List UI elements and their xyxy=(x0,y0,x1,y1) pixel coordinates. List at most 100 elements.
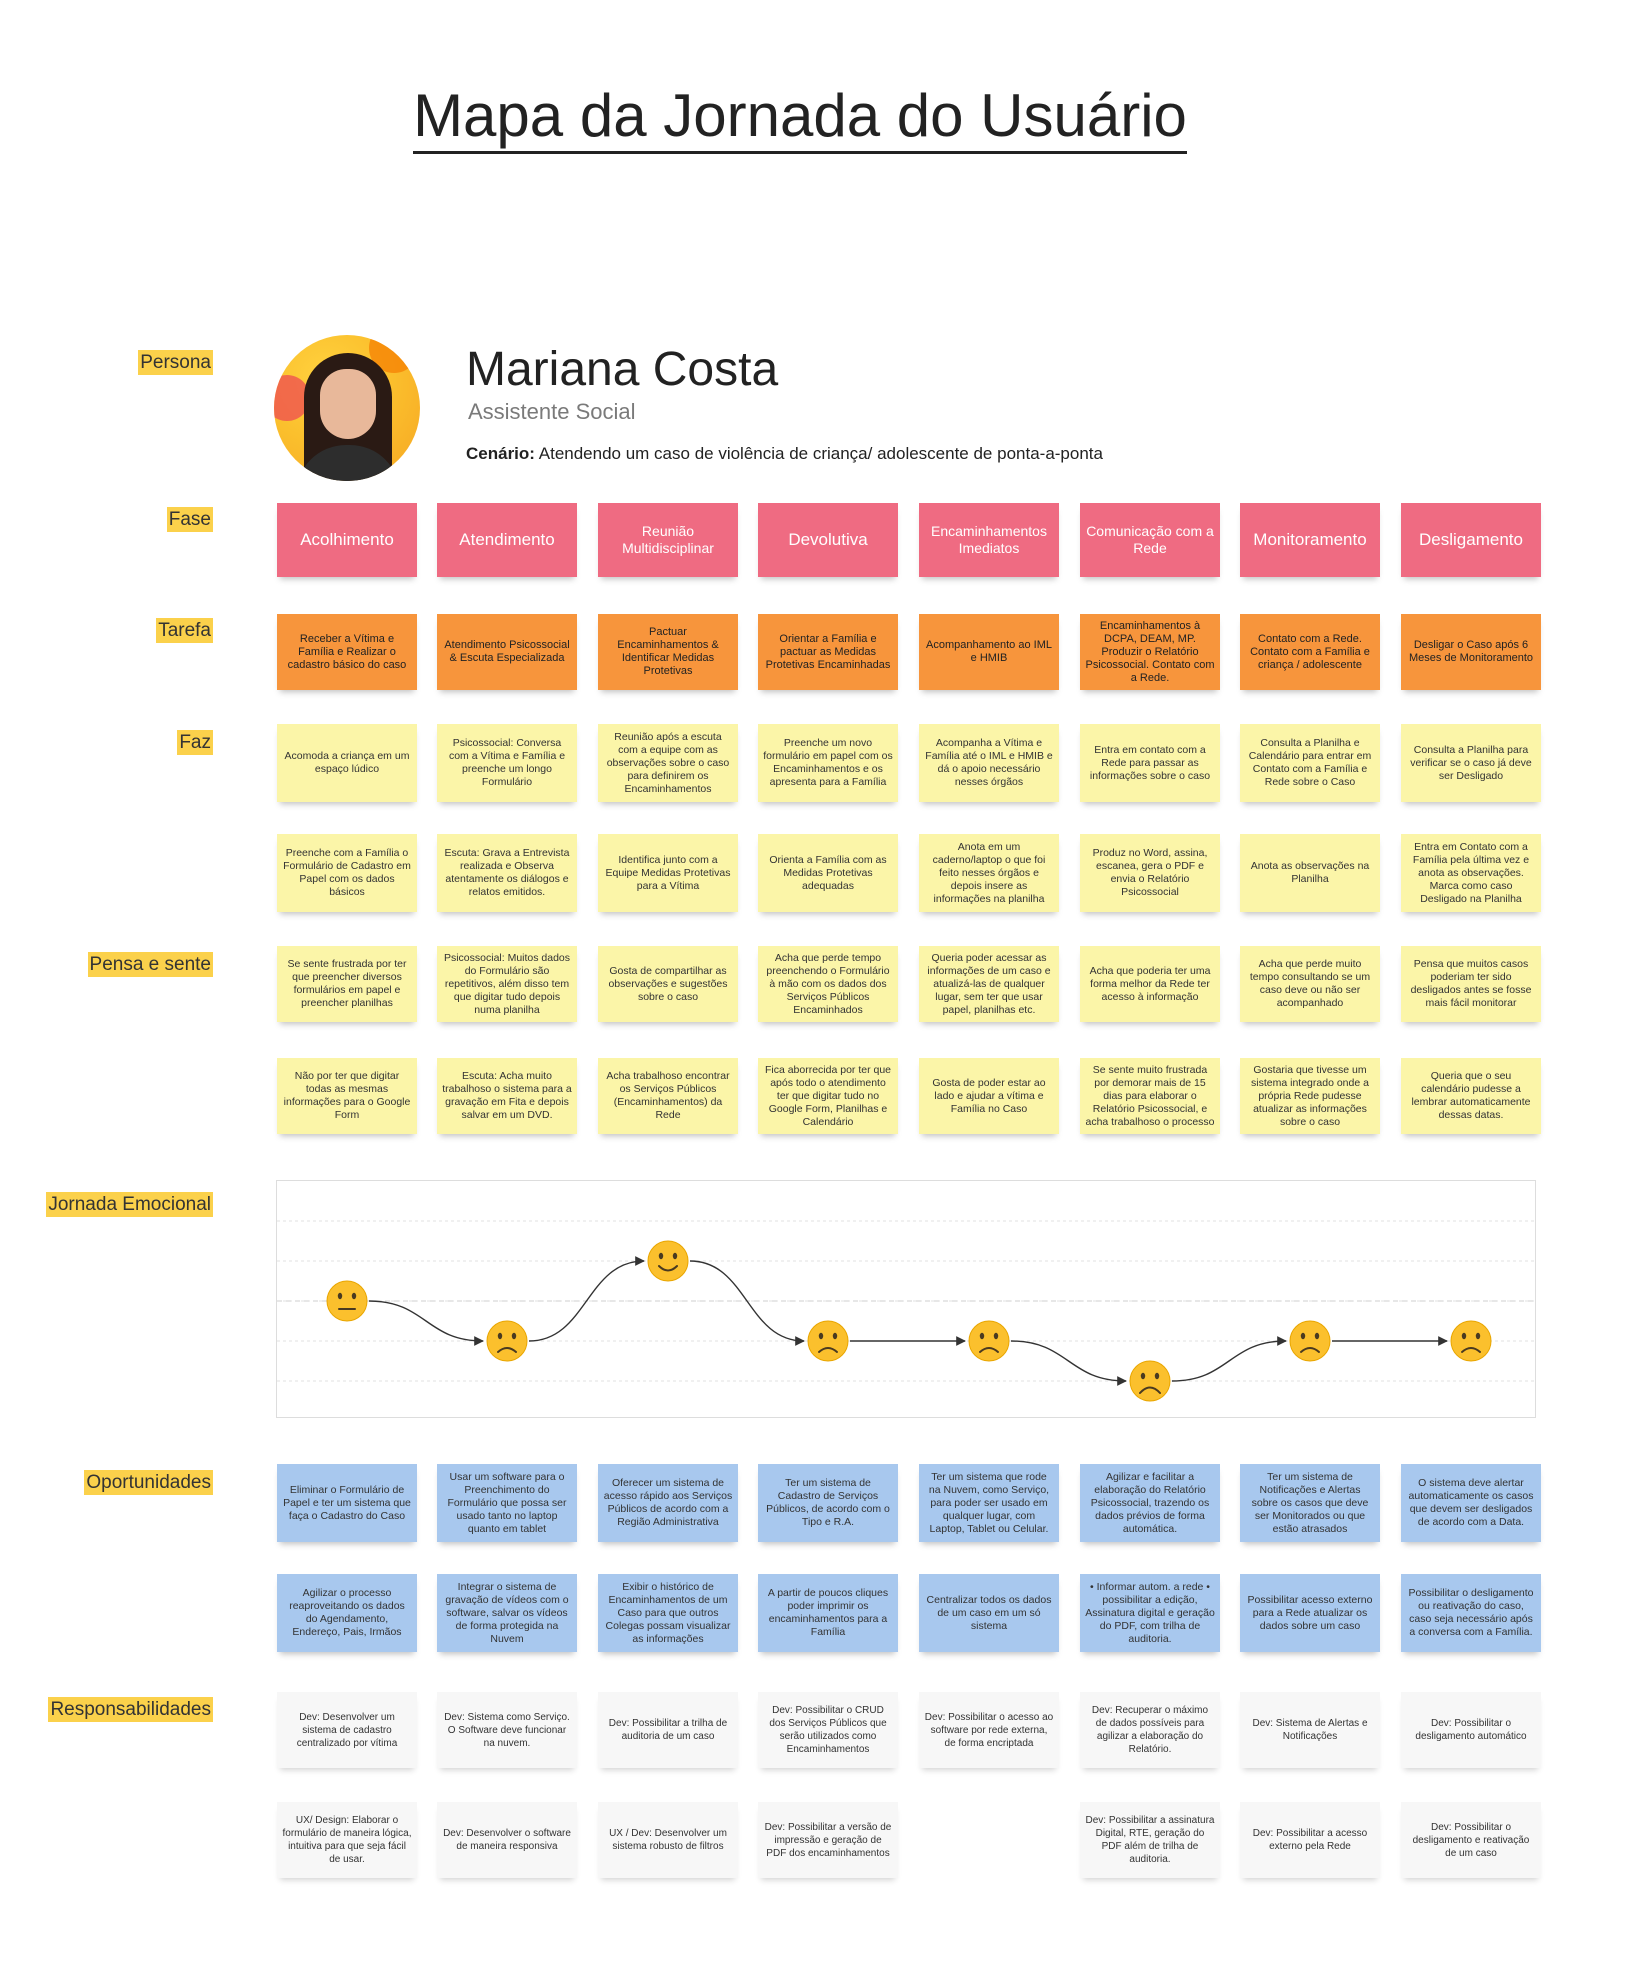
page-title: Mapa da Jornada do Usuário xyxy=(0,78,1600,154)
faz-note: Consulta a Planilha e Calendário para en… xyxy=(1240,724,1380,802)
journey-connector xyxy=(528,1256,645,1342)
mood-sad-icon xyxy=(968,1320,1010,1362)
pensa-note: Não por ter que digitar todas as mesmas … xyxy=(277,1058,417,1134)
fase-note: Encaminhamentos Imediatos xyxy=(919,503,1059,577)
responsabilidade-note: Dev: Recuperar o máximo de dados possíve… xyxy=(1080,1692,1220,1768)
oportunidade-note: Oferecer um sistema de acesso rápido aos… xyxy=(598,1464,738,1542)
pensa-note: Escuta: Acha muito trabalhoso o sistema … xyxy=(437,1058,577,1134)
oportunidade-note: Ter um sistema de Notificações e Alertas… xyxy=(1240,1464,1380,1542)
oportunidade-note: Agilizar e facilitar a elaboração do Rel… xyxy=(1080,1464,1220,1542)
label-fase: Fase xyxy=(166,507,213,532)
pensa-note: Gostaria que tivesse um sistema integrad… xyxy=(1240,1058,1380,1134)
responsabilidade-note: Dev: Desenvolver o software de maneira r… xyxy=(437,1802,577,1878)
faz-note: Acomoda a criança em um espaço lúdico xyxy=(277,724,417,802)
tarefa-note: Atendimento Psicossocial & Escuta Especi… xyxy=(437,614,577,690)
pensa-note: Pensa que muitos casos poderiam ter sido… xyxy=(1401,946,1541,1022)
label-responsabilidades: Responsabilidades xyxy=(48,1697,213,1722)
faz-note: Anota em um caderno/laptop o que foi fei… xyxy=(919,834,1059,912)
label-pensa: Pensa e sente xyxy=(87,952,213,977)
pensa-note: Queria poder acessar as informações de u… xyxy=(919,946,1059,1022)
oportunidade-note: Eliminar o Formulário de Papel e ter um … xyxy=(277,1464,417,1542)
oportunidade-note: Possibilitar o desligamento ou reativaçã… xyxy=(1401,1574,1541,1652)
pensa-note: Acha trabalhoso encontrar os Serviços Pú… xyxy=(598,1058,738,1134)
pensa-note: Gosta de poder estar ao lado e ajudar a … xyxy=(919,1058,1059,1134)
faz-note: Preenche com a Família o Formulário de C… xyxy=(277,834,417,912)
faz-note: Anota as observações na Planilha xyxy=(1240,834,1380,912)
pensa-note: Queria que o seu calendário pudesse a le… xyxy=(1401,1058,1541,1134)
label-oportunidades: Oportunidades xyxy=(84,1470,213,1495)
persona-scenario: Cenário: Atendendo um caso de violência … xyxy=(466,444,1103,463)
faz-note: Identifica junto com a Equipe Medidas Pr… xyxy=(598,834,738,912)
faz-note: Entra em contato com a Rede para passar … xyxy=(1080,724,1220,802)
persona-role: Assistente Social xyxy=(468,399,636,424)
oportunidade-note: Usar um software para o Preenchimento do… xyxy=(437,1464,577,1542)
oportunidade-note: Possibilitar acesso externo para a Rede … xyxy=(1240,1574,1380,1652)
tarefa-note: Orientar a Família e pactuar as Medidas … xyxy=(758,614,898,690)
pensa-note: Acha que poderia ter uma forma melhor da… xyxy=(1080,946,1220,1022)
journey-connector xyxy=(689,1260,805,1346)
responsabilidade-note: Dev: Possibilitar o desligamento automát… xyxy=(1401,1692,1541,1768)
label-tarefa: Tarefa xyxy=(156,618,213,643)
oportunidade-note: Integrar o sistema de gravação de vídeos… xyxy=(437,1574,577,1652)
label-jornada: Jornada Emocional xyxy=(46,1192,213,1217)
fase-note: Monitoramento xyxy=(1240,503,1380,577)
responsabilidade-note: Dev: Possibilitar a trilha de auditoria … xyxy=(598,1692,738,1768)
mood-happy-icon xyxy=(647,1240,689,1282)
pensa-note: Se sente frustrada por ter que preencher… xyxy=(277,946,417,1022)
tarefa-note: Encaminhamentos à DCPA, DEAM, MP. Produz… xyxy=(1080,614,1220,690)
persona-avatar xyxy=(274,335,420,481)
tarefa-note: Desligar o Caso após 6 Meses de Monitora… xyxy=(1401,614,1541,690)
faz-note: Escuta: Grava a Entrevista realizada e O… xyxy=(437,834,577,912)
fase-note: Reunião Multidisciplinar xyxy=(598,503,738,577)
label-faz: Faz xyxy=(177,730,213,755)
responsabilidade-note: Dev: Possibilitar o acesso ao software p… xyxy=(919,1692,1059,1768)
mood-sad-icon xyxy=(1289,1320,1331,1362)
tarefa-note: Acompanhamento ao IML e HMIB xyxy=(919,614,1059,690)
responsabilidade-note: Dev: Sistema como Serviço. O Software de… xyxy=(437,1692,577,1768)
fase-note: Acolhimento xyxy=(277,503,417,577)
oportunidade-note: Agilizar o processo reaproveitando os da… xyxy=(277,1574,417,1652)
fase-note: Comunicação com a Rede xyxy=(1080,503,1220,577)
faz-note: Entra em Contato com a Família pela últi… xyxy=(1401,834,1541,912)
faz-note: Reunião após a escuta com a equipe com a… xyxy=(598,724,738,802)
emotional-journey-chart xyxy=(276,1180,1536,1418)
tarefa-note: Receber a Vítima e Família e Realizar o … xyxy=(277,614,417,690)
mood-very-sad-icon xyxy=(1129,1360,1171,1402)
responsabilidade-note: Dev: Desenvolver um sistema de cadastro … xyxy=(277,1692,417,1768)
pensa-note: Gosta de compartilhar as observações e s… xyxy=(598,946,738,1022)
faz-note: Produz no Word, assina, escanea, gera o … xyxy=(1080,834,1220,912)
responsabilidade-note: Dev: Possibilitar a assinatura Digital, … xyxy=(1080,1802,1220,1878)
pensa-note: Fica aborrecida por ter que após todo o … xyxy=(758,1058,898,1134)
responsabilidade-note: UX / Dev: Desenvolver um sistema robusto… xyxy=(598,1802,738,1878)
journey-connector xyxy=(368,1300,484,1346)
oportunidade-note: O sistema deve alertar automaticamente o… xyxy=(1401,1464,1541,1542)
responsabilidade-note: Dev: Possibilitar o desligamento e reati… xyxy=(1401,1802,1541,1878)
responsabilidade-note: Dev: Possibilitar o CRUD dos Serviços Pú… xyxy=(758,1692,898,1768)
oportunidade-note: Ter um sistema de Cadastro de Serviços P… xyxy=(758,1464,898,1542)
oportunidade-note: A partir de poucos cliques poder imprimi… xyxy=(758,1574,898,1652)
pensa-note: Acha que perde tempo preenchendo o Formu… xyxy=(758,946,898,1022)
faz-note: Preenche um novo formulário em papel com… xyxy=(758,724,898,802)
oportunidade-note: Exibir o histórico de Encaminhamentos de… xyxy=(598,1574,738,1652)
journey-connector xyxy=(1010,1340,1127,1386)
mood-sad-icon xyxy=(807,1320,849,1362)
responsabilidade-note: UX/ Design: Elaborar o formulário de man… xyxy=(277,1802,417,1878)
mood-sad-icon xyxy=(486,1320,528,1362)
fase-note: Devolutiva xyxy=(758,503,898,577)
oportunidade-note: Ter um sistema que rode na Nuvem, como S… xyxy=(919,1464,1059,1542)
pensa-note: Psicossocial: Muitos dados do Formulário… xyxy=(437,946,577,1022)
faz-note: Acompanha a Vítima e Família até o IML e… xyxy=(919,724,1059,802)
pensa-note: Se sente muito frustrada por demorar mai… xyxy=(1080,1058,1220,1134)
journey-connector xyxy=(1171,1336,1287,1382)
faz-note: Orienta a Família com as Medidas Proteti… xyxy=(758,834,898,912)
oportunidade-note: Centralizar todos os dados de um caso em… xyxy=(919,1574,1059,1652)
responsabilidade-note: Dev: Possibilitar a acesso externo pela … xyxy=(1240,1802,1380,1878)
tarefa-note: Pactuar Encaminhamentos & Identificar Me… xyxy=(598,614,738,690)
fase-note: Atendimento xyxy=(437,503,577,577)
persona-name: Mariana Costa xyxy=(466,343,779,396)
mood-neutral-icon xyxy=(326,1280,368,1322)
emotional-journey-svg xyxy=(277,1220,1535,1402)
faz-note: Consulta a Planilha para verificar se o … xyxy=(1401,724,1541,802)
responsabilidade-note: Dev: Possibilitar a versão de impressão … xyxy=(758,1802,898,1878)
pensa-note: Acha que perde muito tempo consultando s… xyxy=(1240,946,1380,1022)
